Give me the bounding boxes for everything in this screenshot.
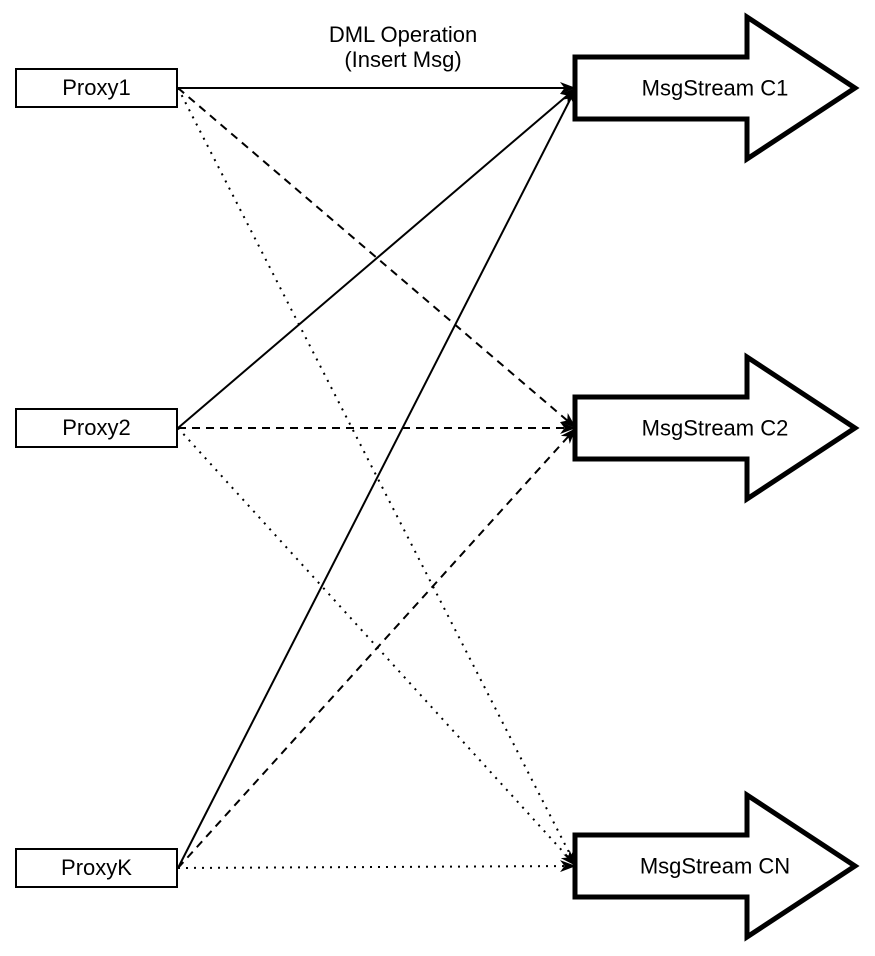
edge-proxyk-to-c2 [177, 427, 577, 869]
proxy-box-proxyk: ProxyK [15, 848, 178, 888]
proxy-box-proxy2: Proxy2 [15, 408, 178, 448]
diagram-title: DML Operation (Insert Msg) [253, 22, 553, 72]
msgstream-arrows-group [572, 12, 860, 942]
msgstream-label-c1: MsgStream C1 [642, 76, 789, 101]
msgstream-arrow-c2 [572, 352, 860, 504]
edge-proxyk-to-c1 [177, 87, 577, 869]
msgstream-arrow-c1 [572, 12, 860, 164]
proxy-box-proxy1: Proxy1 [15, 68, 178, 108]
edge-proxy1-to-c2 [177, 87, 577, 429]
msgstream-label-c2: MsgStream C2 [642, 416, 789, 441]
title-line-2: (Insert Msg) [344, 47, 462, 72]
msgstream-labels-group: MsgStream C1 MsgStream C2 MsgStream CN [640, 76, 790, 879]
title-line-1: DML Operation [328, 22, 478, 47]
proxy-label-proxy1: Proxy1 [62, 75, 131, 100]
msgstream-arrow-cn [572, 790, 860, 942]
proxy-label-proxyk: ProxyK [61, 855, 132, 880]
edge-proxy2-to-c1 [177, 87, 577, 429]
edge-proxy1-to-cn [177, 87, 577, 867]
msgstream-label-cn: MsgStream CN [640, 854, 790, 879]
proxy-label-proxy2: Proxy2 [62, 415, 131, 440]
edge-lines-group [177, 82, 577, 873]
edge-proxyk-to-cn [177, 860, 577, 873]
